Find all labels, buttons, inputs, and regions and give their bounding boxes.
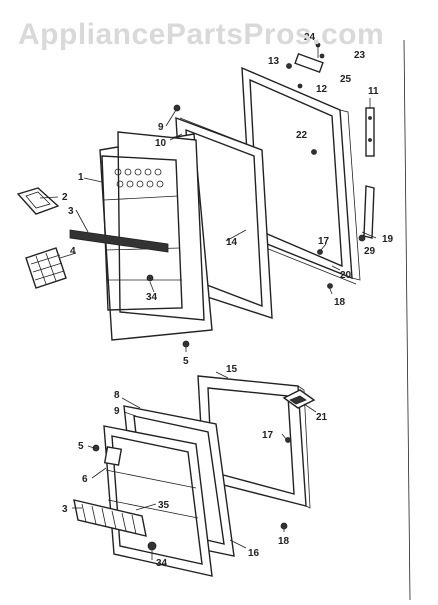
callout: 9 xyxy=(114,406,120,417)
callout: 11 xyxy=(368,86,379,97)
screw-18-top xyxy=(327,283,333,289)
callout: 5 xyxy=(78,441,84,452)
callout: 19 xyxy=(382,234,394,245)
screw-34-bottom xyxy=(147,541,157,551)
callout: 12 xyxy=(316,84,328,95)
callout: 3 xyxy=(68,206,74,217)
screw-17-bottom xyxy=(285,437,291,443)
callout: 34 xyxy=(146,292,158,303)
callout: 17 xyxy=(262,430,274,441)
callout: 16 xyxy=(248,548,260,559)
callout: 15 xyxy=(226,364,238,375)
door-liner-top xyxy=(99,131,213,341)
callouts-bottom: 15 8 9 5 6 3 35 34 16 17 18 21 xyxy=(62,364,328,569)
callout: 9 xyxy=(158,122,164,133)
callout: 25 xyxy=(340,74,352,85)
callout: 3 xyxy=(62,504,68,515)
callout: 8 xyxy=(114,390,120,401)
callout: 17 xyxy=(318,236,330,247)
leader-lines-bottom xyxy=(72,371,317,560)
hinge-top xyxy=(365,98,375,157)
callout: 21 xyxy=(316,412,328,423)
egg-tray xyxy=(114,168,164,188)
part-4-grid xyxy=(25,247,67,289)
callout: 29 xyxy=(364,246,376,257)
callout: 1 xyxy=(78,172,84,183)
door-shelf-grid-bottom xyxy=(73,499,147,537)
scan-edge-line xyxy=(403,39,411,601)
part-2-frame xyxy=(16,187,60,215)
callout: 20 xyxy=(340,270,352,281)
screw-9-top xyxy=(173,104,181,112)
callout: 24 xyxy=(304,32,316,43)
callout: 18 xyxy=(278,536,290,547)
callout: 23 xyxy=(354,50,366,61)
part-21-bracket xyxy=(282,389,316,409)
callout: 18 xyxy=(334,297,346,308)
door-handle xyxy=(358,185,377,242)
callout: 22 xyxy=(296,130,308,141)
callout: 14 xyxy=(226,237,238,248)
callout: 10 xyxy=(155,138,167,149)
screw-22 xyxy=(311,149,317,155)
leader-lines-top xyxy=(39,109,341,352)
callout: 5 xyxy=(183,356,189,367)
hinge-hardware xyxy=(286,42,325,89)
callout: 35 xyxy=(158,500,170,511)
callout: 6 xyxy=(82,474,88,485)
screw-34-top xyxy=(146,274,154,282)
callouts-top: 1 2 3 4 5 9 10 11 12 13 14 17 18 19 20 2… xyxy=(62,32,394,367)
screw-17-top xyxy=(317,249,323,255)
callout: 4 xyxy=(70,246,76,257)
callout: 13 xyxy=(268,56,280,67)
watermark: AppliancePartsPros.com xyxy=(18,18,385,51)
door-shelf-bar-top xyxy=(69,229,169,253)
callout: 2 xyxy=(62,192,68,203)
callout: 34 xyxy=(156,558,168,569)
